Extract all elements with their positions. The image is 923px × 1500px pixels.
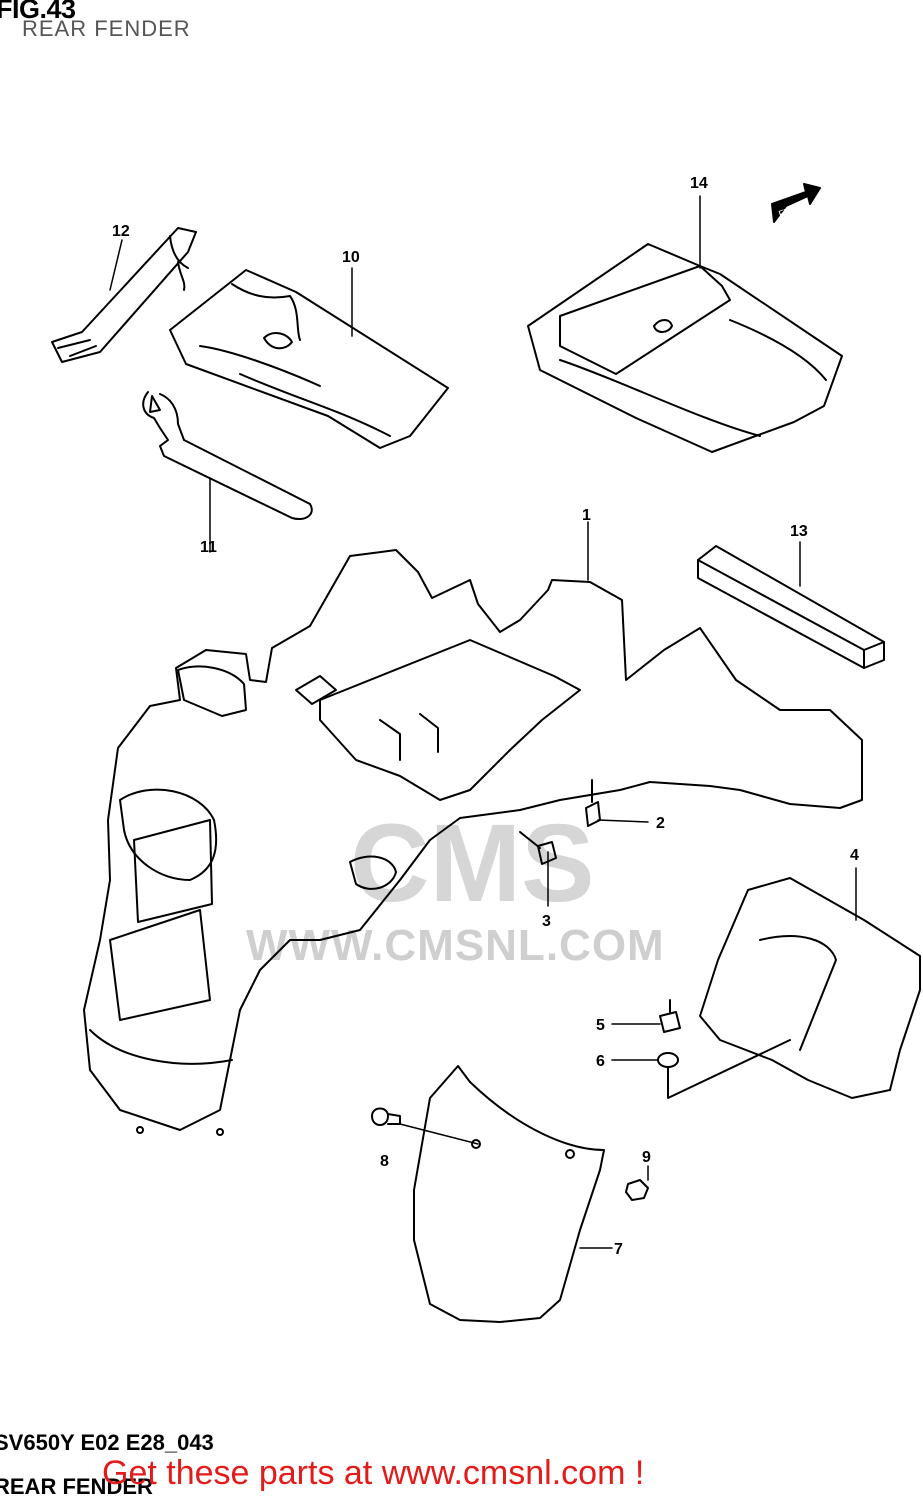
callout-4: 4 [850, 847, 859, 864]
callout-11: 11 [200, 539, 217, 556]
callout-9: 9 [642, 1149, 651, 1166]
callout-5: 5 [596, 1017, 605, 1034]
callout-labels: 1 2 3 4 5 6 7 8 9 10 11 12 13 14 FWD [112, 175, 859, 1258]
part-5-bolt[interactable] [659, 999, 681, 1033]
callout-1: 1 [582, 507, 591, 524]
part-8-screw[interactable] [371, 1107, 401, 1126]
callout-8: 8 [380, 1153, 389, 1170]
callout-14: 14 [690, 175, 708, 192]
callout-10: 10 [342, 249, 360, 266]
part-4-fender-extension[interactable] [699, 877, 921, 1099]
part-2-bolt[interactable] [585, 779, 601, 827]
callout-13: 13 [790, 523, 808, 540]
figure-title: FIG.43 [0, 0, 76, 24]
callout-6: 6 [596, 1053, 605, 1070]
callout-7: 7 [614, 1241, 623, 1258]
footer-model-code: SV650Y E02 E28_043 [0, 1430, 214, 1455]
part-14-tool-bag[interactable] [527, 243, 843, 453]
callout-12: 12 [112, 223, 130, 240]
part-1-inner-fender[interactable] [83, 549, 863, 1136]
watermark-url: WWW.CMSNL.COM [246, 921, 665, 970]
part-9-nut[interactable] [625, 1179, 649, 1201]
callout-3: 3 [542, 913, 551, 930]
figure-subtitle: REAR FENDER [22, 16, 191, 41]
footer-cta-link[interactable]: Get these parts at www.cmsnl.com ! [102, 1454, 645, 1492]
part-13-foam-block[interactable] [697, 545, 885, 669]
part-11-spanner-wrench[interactable] [142, 391, 313, 520]
part-12-strap[interactable] [51, 227, 197, 363]
leader-lines [109, 195, 857, 1249]
part-6-washer[interactable] [657, 1052, 679, 1068]
callout-2: 2 [656, 815, 665, 832]
part-10-tool-pouch[interactable] [169, 269, 449, 449]
part-3-bolt[interactable] [519, 831, 557, 865]
part-7-rear-flap[interactable] [413, 1065, 605, 1323]
footer-section-title: REAR FENDER [0, 1474, 153, 1499]
fwd-arrow-icon [771, 183, 821, 223]
